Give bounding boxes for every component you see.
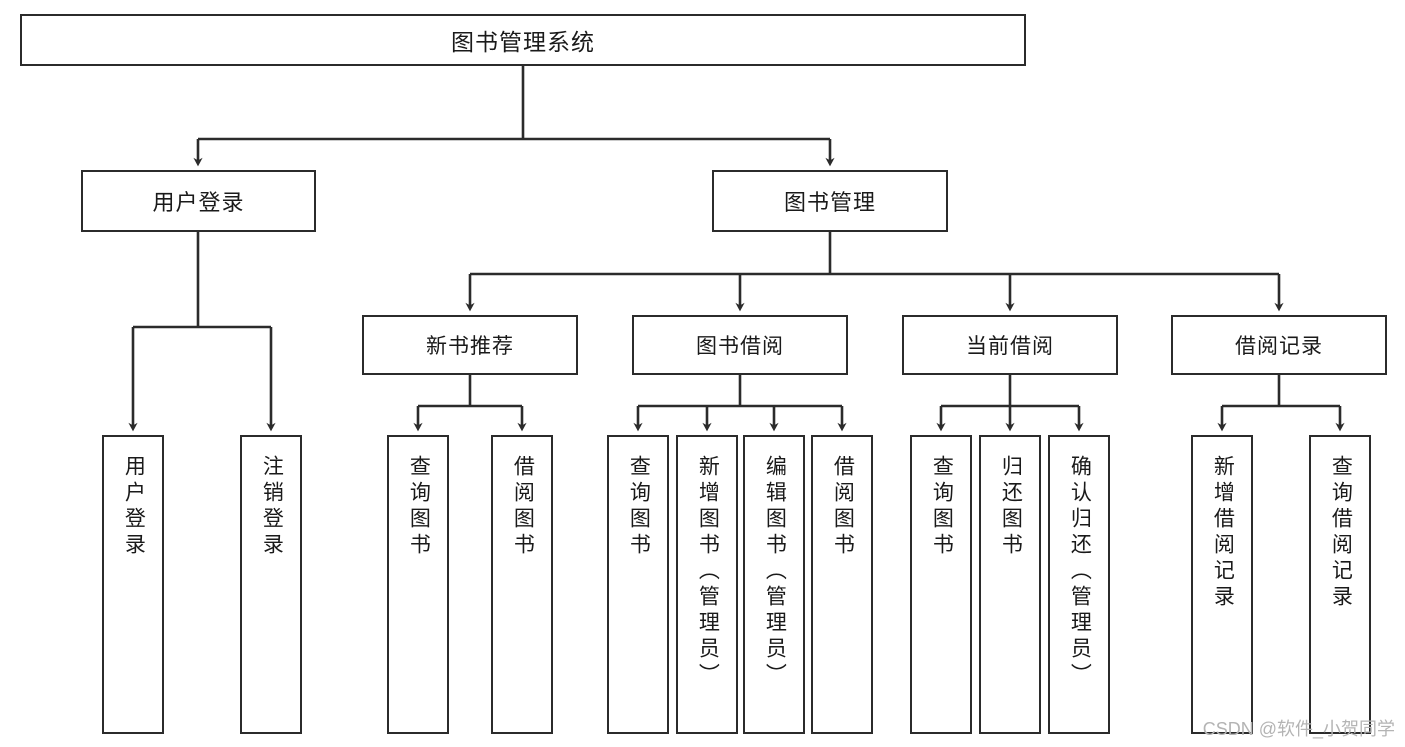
node-book-borrow[interactable]: 图书借阅 (632, 315, 848, 375)
node-user-login[interactable]: 用户登录 (81, 170, 316, 232)
leaf-user-login-login[interactable]: 用户登录 (102, 435, 164, 734)
leaf-label: 查询图书 (930, 455, 954, 559)
node-borrow-record-label: 借阅记录 (1235, 335, 1323, 358)
leaf-new-book-borrow[interactable]: 借阅图书 (491, 435, 553, 734)
leaf-book-borrow-edit[interactable]: 编辑图书（管理员） (743, 435, 805, 734)
leaf-label: 确认归还（管理员） (1068, 455, 1092, 689)
leaf-label: 借阅图书 (831, 455, 855, 559)
node-new-book-recommend[interactable]: 新书推荐 (362, 315, 578, 375)
watermark: CSDN @软件_小贺同学 (1202, 719, 1395, 739)
node-user-login-label: 用户登录 (152, 190, 245, 215)
leaf-label: 查询图书 (627, 455, 651, 559)
node-book-borrow-label: 图书借阅 (696, 335, 784, 358)
node-book-management[interactable]: 图书管理 (712, 170, 948, 232)
node-current-borrow[interactable]: 当前借阅 (902, 315, 1118, 375)
leaf-new-book-query[interactable]: 查询图书 (387, 435, 449, 734)
leaf-book-borrow-borrow[interactable]: 借阅图书 (811, 435, 873, 734)
leaf-current-borrow-query[interactable]: 查询图书 (910, 435, 972, 734)
node-new-book-recommend-label: 新书推荐 (426, 335, 514, 358)
leaf-label: 归还图书 (999, 455, 1023, 559)
leaf-label: 新增图书（管理员） (696, 455, 720, 689)
leaf-label: 查询图书 (407, 455, 431, 559)
leaf-label: 注销登录 (260, 455, 284, 559)
leaf-label: 新增借阅记录 (1211, 455, 1235, 611)
leaf-book-borrow-query[interactable]: 查询图书 (607, 435, 669, 734)
leaf-book-borrow-add[interactable]: 新增图书（管理员） (676, 435, 738, 734)
leaf-current-borrow-return[interactable]: 归还图书 (979, 435, 1041, 734)
leaf-current-borrow-confirm-return[interactable]: 确认归还（管理员） (1048, 435, 1110, 734)
leaf-borrow-record-query[interactable]: 查询借阅记录 (1309, 435, 1371, 734)
node-book-management-label: 图书管理 (783, 190, 876, 215)
node-root-label: 图书管理系统 (451, 29, 595, 55)
leaf-label: 借阅图书 (511, 455, 535, 559)
leaf-user-login-logout[interactable]: 注销登录 (240, 435, 302, 734)
leaf-label: 用户登录 (122, 455, 146, 559)
leaf-label: 查询借阅记录 (1329, 455, 1353, 611)
leaf-label: 编辑图书（管理员） (763, 455, 787, 689)
leaf-borrow-record-add[interactable]: 新增借阅记录 (1191, 435, 1253, 734)
node-root[interactable]: 图书管理系统 (20, 14, 1026, 66)
node-borrow-record[interactable]: 借阅记录 (1171, 315, 1387, 375)
node-current-borrow-label: 当前借阅 (966, 335, 1054, 358)
